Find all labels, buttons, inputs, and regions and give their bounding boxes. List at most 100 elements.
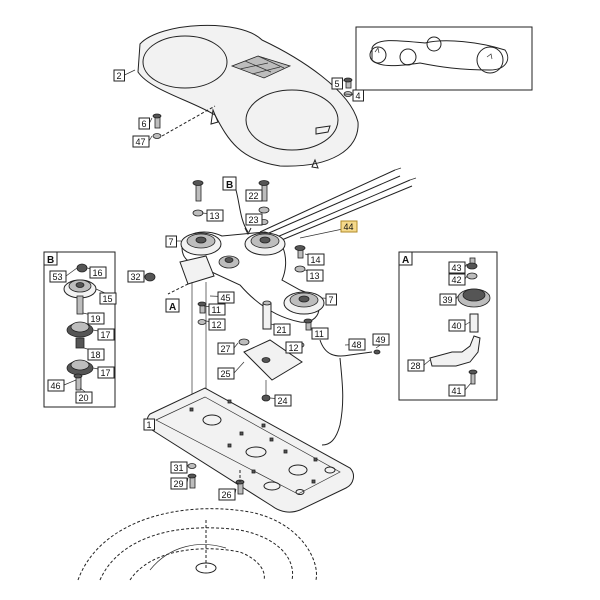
callout-40: 40 xyxy=(448,319,471,332)
callout-11: 11 xyxy=(310,327,329,340)
callout-number: 14 xyxy=(311,255,321,265)
callout-17: 17 xyxy=(92,328,115,341)
marker-a-letter: A xyxy=(169,302,176,313)
callout-number: 12 xyxy=(212,320,222,330)
idler-pulley xyxy=(218,255,240,269)
callout-21: 21 xyxy=(270,323,291,336)
callout-28: 28 xyxy=(407,359,431,372)
detail-inset-a xyxy=(398,251,498,401)
pulley-left-7 xyxy=(180,232,222,256)
callout-29: 29 xyxy=(170,477,189,490)
callout-17: 17 xyxy=(92,366,115,379)
callout-number: 7 xyxy=(329,295,334,305)
callout-45: 45 xyxy=(209,291,235,304)
callout-53: 53 xyxy=(49,267,78,283)
callout-number: 11 xyxy=(212,305,221,315)
callout-20: 20 xyxy=(75,387,93,404)
callout-number: 46 xyxy=(51,381,61,391)
callout-14: 14 xyxy=(304,253,325,266)
callout-number: 4 xyxy=(356,91,361,101)
belt-routing-inset xyxy=(355,26,533,91)
callout-25: 25 xyxy=(217,361,245,380)
callout-number: 40 xyxy=(452,321,462,331)
callout-number: 1 xyxy=(147,420,152,430)
callout-number: 32 xyxy=(131,272,141,282)
callout-number: 49 xyxy=(376,335,386,345)
callout-number: 29 xyxy=(174,479,184,489)
callout-2: 2 xyxy=(113,69,136,82)
callout-43: 43 xyxy=(448,261,468,274)
callout-number: 45 xyxy=(221,293,231,303)
hardware-26 xyxy=(235,470,245,495)
callout-19: 19 xyxy=(82,312,105,325)
callout-number: 2 xyxy=(117,71,122,81)
callout-16: 16 xyxy=(86,266,107,279)
callout-number: 21 xyxy=(277,325,287,335)
callout-number: 39 xyxy=(443,295,453,305)
inset-a-letter: A xyxy=(402,255,409,266)
callout-number: 13 xyxy=(310,271,320,281)
bolt-6-47 xyxy=(152,105,216,139)
callout-23: 23 xyxy=(245,213,263,226)
callout-number: 23 xyxy=(249,215,259,225)
callout-15: 15 xyxy=(95,288,117,305)
hardware-14-13 xyxy=(294,245,306,273)
callout-number: 27 xyxy=(221,344,231,354)
callout-number: 43 xyxy=(452,263,462,273)
callout-7: 7 xyxy=(321,293,337,306)
belt-guide-plate xyxy=(167,255,215,295)
callout-number: 17 xyxy=(101,330,111,340)
callout-number: 6 xyxy=(142,119,147,129)
callout-11: 11 xyxy=(203,303,226,316)
inset-b-letter: B xyxy=(47,255,54,266)
marker-b-letter: B xyxy=(226,180,233,191)
callout-6: 6 xyxy=(138,117,153,130)
deck-cover xyxy=(137,24,359,169)
cover-vent-grille xyxy=(230,55,292,79)
callout-number: 47 xyxy=(136,137,146,147)
callout-18: 18 xyxy=(83,347,105,361)
callout-number: 16 xyxy=(93,268,103,278)
pulley-center xyxy=(244,232,286,256)
callout-7: 7 xyxy=(165,235,181,248)
callout-24: 24 xyxy=(269,394,292,407)
hardware-31-29 xyxy=(187,463,197,489)
hardware-11-12-left xyxy=(197,301,207,325)
callout-48: 48 xyxy=(344,338,366,351)
callout-41: 41 xyxy=(448,382,472,397)
callout-5: 5 xyxy=(331,77,344,90)
deck-plate xyxy=(146,387,354,513)
callout-13: 13 xyxy=(201,209,224,222)
callout-42: 42 xyxy=(448,273,468,286)
section-marker-a: A xyxy=(165,298,180,313)
callout-number: 53 xyxy=(53,272,63,282)
hardware-32 xyxy=(144,272,156,282)
callout-49: 49 xyxy=(372,333,390,349)
callout-number: 18 xyxy=(91,350,101,360)
callout-4: 4 xyxy=(343,89,364,102)
callout-number: 42 xyxy=(452,275,462,285)
callout-22: 22 xyxy=(245,189,263,202)
callout-number: 25 xyxy=(221,369,231,379)
callout-12: 12 xyxy=(205,318,226,331)
callout-number: 7 xyxy=(169,237,174,247)
callout-13: 13 xyxy=(304,269,324,282)
control-cables xyxy=(259,167,417,245)
callout-number: 11 xyxy=(315,329,324,339)
callout-number: 17 xyxy=(101,368,111,378)
callout-number: 26 xyxy=(222,490,232,500)
callout-number: 48 xyxy=(352,340,362,350)
callout-44: 44 xyxy=(299,220,358,239)
callout-number: 13 xyxy=(210,211,220,221)
callout-number: 5 xyxy=(335,79,340,89)
callout-number: 12 xyxy=(289,343,299,353)
spacer-21 xyxy=(262,300,272,330)
callout-32: 32 xyxy=(127,270,145,283)
callout-1: 1 xyxy=(143,418,155,431)
pulley-right-7 xyxy=(283,291,325,315)
callout-number: 41 xyxy=(452,386,462,396)
callout-number: 15 xyxy=(103,294,113,304)
callout-number: 22 xyxy=(249,191,259,201)
